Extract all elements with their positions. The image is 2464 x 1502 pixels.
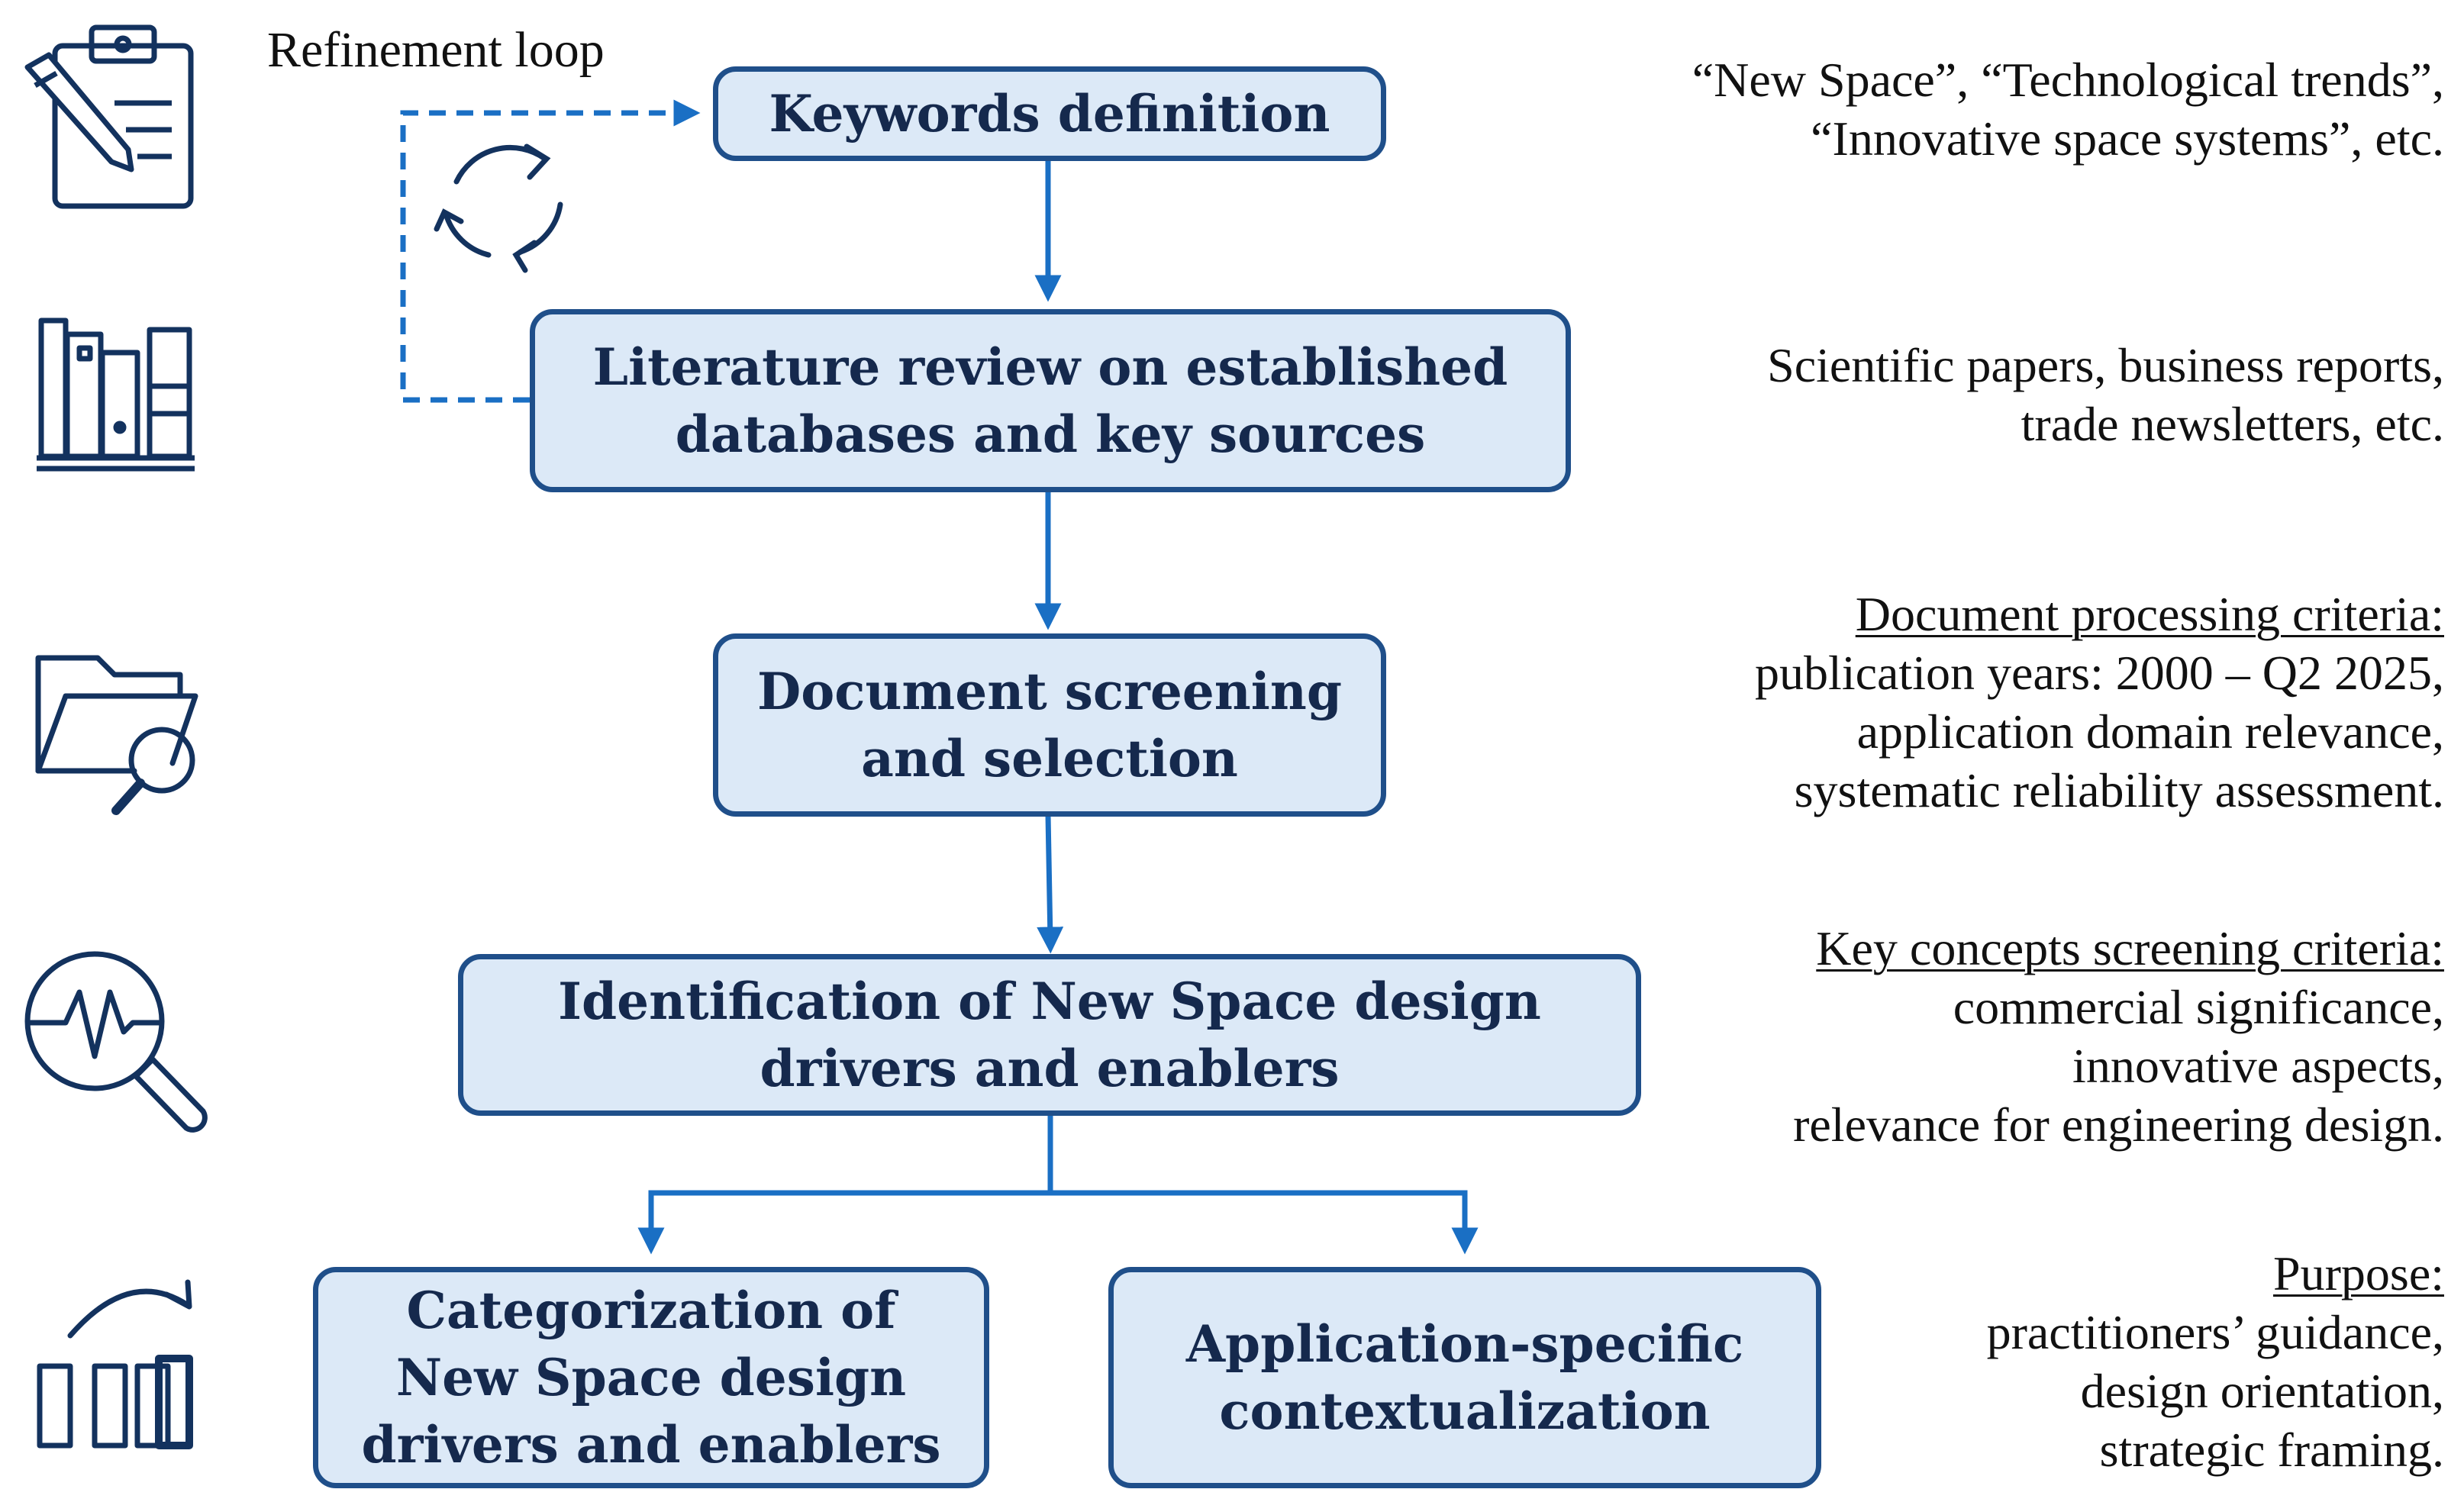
identification-line2: drivers and enablers (760, 1039, 1340, 1098)
categorization-line2: New Space design (395, 1348, 907, 1407)
concepts-criteria-line2: innovative aspects, (2072, 1039, 2444, 1093)
identification-box: Identification of New Space design drive… (458, 954, 1641, 1116)
refinement-loop-label: Refinement loop (267, 22, 605, 78)
application-line2: contextualization (1219, 1381, 1711, 1441)
keywords-definition-box: Keywords definition (713, 66, 1386, 161)
concepts-criteria-line1: commercial significance, (1953, 980, 2444, 1034)
purpose-note: Purpose: practitioners’ guidance, design… (1987, 1244, 2444, 1479)
screening-criteria-title: Document processing criteria: (1855, 587, 2444, 641)
book-shelf-icon (37, 317, 195, 472)
screening-criteria-line1: publication years: 2000 – Q2 2025, (1755, 646, 2444, 700)
categorization-line1: Categorization of (406, 1281, 896, 1340)
application-contextualization-box: Application-specific contextualization (1108, 1267, 1821, 1488)
arrow-screening-to-identification (1037, 814, 1064, 954)
purpose-line1: practitioners’ guidance, (1986, 1305, 2444, 1359)
literature-note-line2: trade newsletters, etc. (2021, 397, 2444, 451)
keywords-note: “New Space”, “Technological trends”, “In… (1692, 50, 2444, 168)
literature-review-line2: databases and key sources (675, 405, 1426, 464)
literature-note-line1: Scientific papers, business reports, (1767, 338, 2444, 392)
application-line1: Application-specific (1185, 1314, 1744, 1374)
clipboard-pencil-icon (24, 24, 194, 209)
document-screening-box: Document screening and selection (713, 633, 1386, 817)
document-screening-line1: Document screening (757, 662, 1342, 721)
refinement-loop-arrow (400, 99, 701, 403)
screening-criteria-line3: systematic reliability assessment. (1794, 763, 2444, 817)
bar-chart-growth-icon (37, 1279, 193, 1449)
literature-review-line1: Literature review on established (592, 337, 1508, 397)
concepts-criteria-line3: relevance for engineering design. (1793, 1097, 2444, 1152)
categorization-box: Categorization of New Space design drive… (313, 1267, 989, 1488)
keywords-definition-label: Keywords definition (769, 84, 1330, 143)
refresh-cycle-icon (434, 143, 563, 273)
literature-review-box: Literature review on established databas… (530, 309, 1571, 492)
folder-search-icon (35, 655, 198, 815)
pulse-magnifier-icon (24, 951, 208, 1133)
purpose-line3: strategic framing. (2099, 1423, 2444, 1477)
arrow-to-application (1050, 1190, 1479, 1255)
document-screening-line2: and selection (861, 729, 1238, 788)
identification-line1: Identification of New Space design (558, 972, 1541, 1031)
purpose-title: Purpose: (2273, 1246, 2444, 1301)
categorization-line3: drivers and enablers (361, 1415, 941, 1475)
concepts-criteria-title: Key concepts screening criteria: (1816, 921, 2444, 975)
concepts-criteria-note: Key concepts screening criteria: commerc… (1793, 919, 2444, 1154)
screening-criteria-note: Document processing criteria: publicatio… (1755, 585, 2444, 820)
keywords-note-line2: “Innovative space systems”, etc. (1811, 111, 2444, 166)
keywords-note-line1: “New Space”, “Technological trends”, (1692, 53, 2444, 107)
literature-note: Scientific papers, business reports, tra… (1767, 336, 2444, 453)
arrow-to-categorization (637, 1190, 1050, 1255)
purpose-line2: design orientation, (2080, 1364, 2444, 1418)
screening-criteria-line2: application domain relevance, (1856, 704, 2444, 759)
